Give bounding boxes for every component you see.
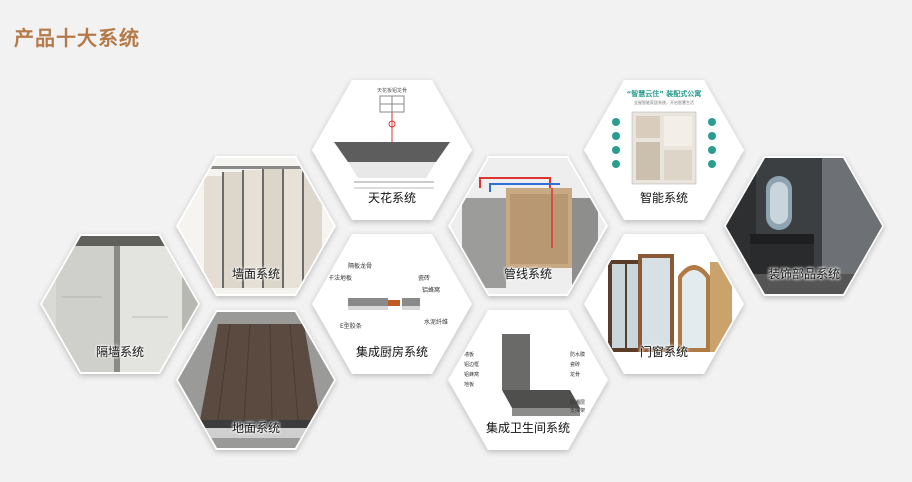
hex-label: 装饰部品系统 xyxy=(767,267,840,281)
kitchen-callout: 铝蜂窝 xyxy=(422,286,440,294)
bath-callout: 墙板 xyxy=(464,351,474,358)
bath-callout: 防潮层 xyxy=(570,399,585,406)
hex-smart[interactable]: “智慧云住” 装配式公寓 全屋智能家居系统，开启智慧生活 智能系统 xyxy=(584,80,744,220)
hex-label: 集成厨房系统 xyxy=(355,345,428,359)
bath-callout: 支撑架 xyxy=(570,407,585,414)
bath-callout: 铝蜂窝 xyxy=(464,371,479,378)
bath-callout: 防水膜 xyxy=(570,351,585,358)
hex-floor[interactable]: 地面系统 xyxy=(176,310,336,450)
hex-label: 集成卫生间系统 xyxy=(485,421,570,435)
hex-label: 门窗系统 xyxy=(639,345,688,359)
kitchen-callout: 隔板龙骨 xyxy=(348,262,372,270)
hex-label: 天花系统 xyxy=(367,191,416,205)
hex-label: 隔墙系统 xyxy=(95,345,144,359)
hex-label: 智能系统 xyxy=(639,191,688,205)
bath-callout: 铝边框 xyxy=(464,361,479,368)
bath-callout: 龙骨 xyxy=(570,371,580,378)
kitchen-callout: 瓷砖 xyxy=(418,274,430,282)
page-title: 产品十大系统 xyxy=(14,26,140,50)
kitchen-callout: E型胶条 xyxy=(340,322,362,330)
hex-pipeline[interactable]: 管线系统 xyxy=(448,156,608,296)
bath-callout: 地板 xyxy=(464,381,474,388)
wall-surface-image xyxy=(178,158,334,294)
hex-partition-wall[interactable]: 隔墙系统 xyxy=(40,234,200,374)
smart-subline: 全屋智能家居系统，开启智慧生活 xyxy=(634,99,694,105)
smart-headline: “智慧云住” 装配式公寓 xyxy=(627,89,702,98)
hex-ceiling[interactable]: 天花板铝龙骨 天花系统 xyxy=(312,80,472,220)
hex-decor-parts[interactable]: 装饰部品系统 xyxy=(724,156,884,296)
hex-label: 管线系统 xyxy=(503,267,552,281)
kitchen-callout: 水泥纤维 xyxy=(424,318,448,326)
hex-wall-surface[interactable]: 墙面系统 xyxy=(176,156,336,296)
bath-callout: 瓷砖 xyxy=(570,361,580,368)
hex-bathroom[interactable]: 墙板 铝边框 铝蜂窝 地板 防水膜 瓷砖 龙骨 防潮层 支撑架 集成卫生间系统 xyxy=(448,310,608,450)
ceiling-caption: 天花板铝龙骨 xyxy=(377,87,407,94)
hex-kitchen[interactable]: 隔板龙骨 干法地板 瓷砖 铝蜂窝 E型胶条 水泥纤维 集成厨房系统 xyxy=(312,234,472,374)
hex-doors-windows[interactable]: 门窗系统 xyxy=(584,234,744,374)
hex-label: 墙面系统 xyxy=(231,267,280,281)
hex-label: 地面系统 xyxy=(231,421,280,435)
kitchen-callout: 干法地板 xyxy=(328,274,352,282)
